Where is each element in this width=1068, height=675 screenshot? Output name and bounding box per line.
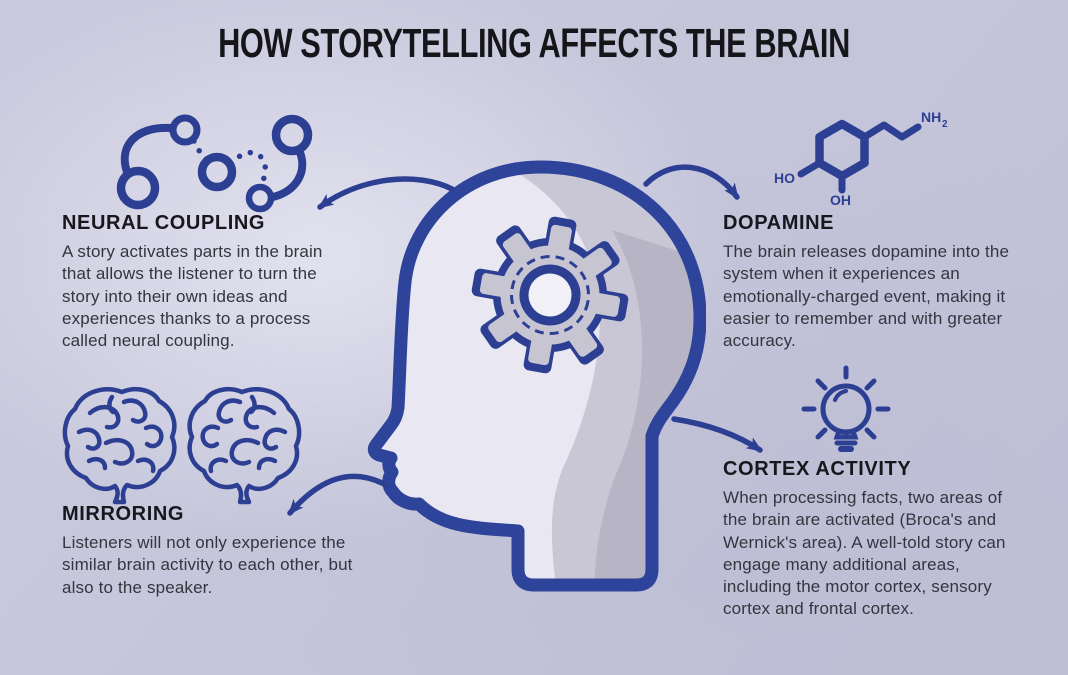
head-profile-with-gear-icon [367, 160, 706, 592]
neural-coupling-body: A story activates parts in the brain tha… [62, 242, 323, 351]
lightbulb-icon [801, 365, 891, 452]
connected-nodes-icon [116, 114, 313, 213]
arrow-to-mirroring-icon [287, 473, 391, 516]
arrow-to-neural-coupling-icon [317, 176, 455, 210]
mirrored-brains-icon [62, 387, 302, 505]
section-neural-coupling: NEURAL COUPLING A story activates parts … [62, 212, 362, 352]
dopamine-body: The brain releases dopamine into the sys… [723, 242, 1010, 351]
mirroring-body: Listeners will not only experience the s… [62, 533, 353, 597]
dopamine-molecule-icon: HO OH NH 2 [774, 109, 948, 208]
gear-dashed-circle [510, 255, 590, 335]
brain-left [62, 387, 177, 505]
section-dopamine: DOPAMINE The brain releases dopamine int… [723, 212, 1033, 352]
gear-center-hole [519, 264, 581, 326]
molecule-label-nh-subscript: 2 [942, 119, 948, 130]
cortex-activity-body: When processing facts, two areas of the … [723, 488, 1006, 619]
head-outline [367, 160, 706, 592]
cortex-activity-heading: CORTEX ACTIVITY [723, 458, 912, 480]
arrow-to-cortex-icon [671, 416, 763, 453]
gear-icon [471, 216, 629, 374]
section-cortex-activity: CORTEX ACTIVITY When processing facts, t… [723, 458, 1043, 621]
brain-right [187, 387, 302, 505]
neural-coupling-heading: NEURAL COUPLING [62, 212, 266, 234]
dopamine-heading: DOPAMINE [723, 212, 835, 234]
molecule-label-ho: HO [774, 170, 795, 186]
page-title: HOW STORYTELLING AFFECTS THE BRAIN [218, 20, 850, 66]
arrow-to-dopamine-icon [643, 164, 740, 200]
molecule-label-nh: NH [921, 109, 941, 125]
section-mirroring: MIRRORING Listeners will not only experi… [62, 503, 372, 599]
mirroring-heading: MIRRORING [62, 503, 185, 525]
molecule-label-oh: OH [830, 192, 851, 208]
